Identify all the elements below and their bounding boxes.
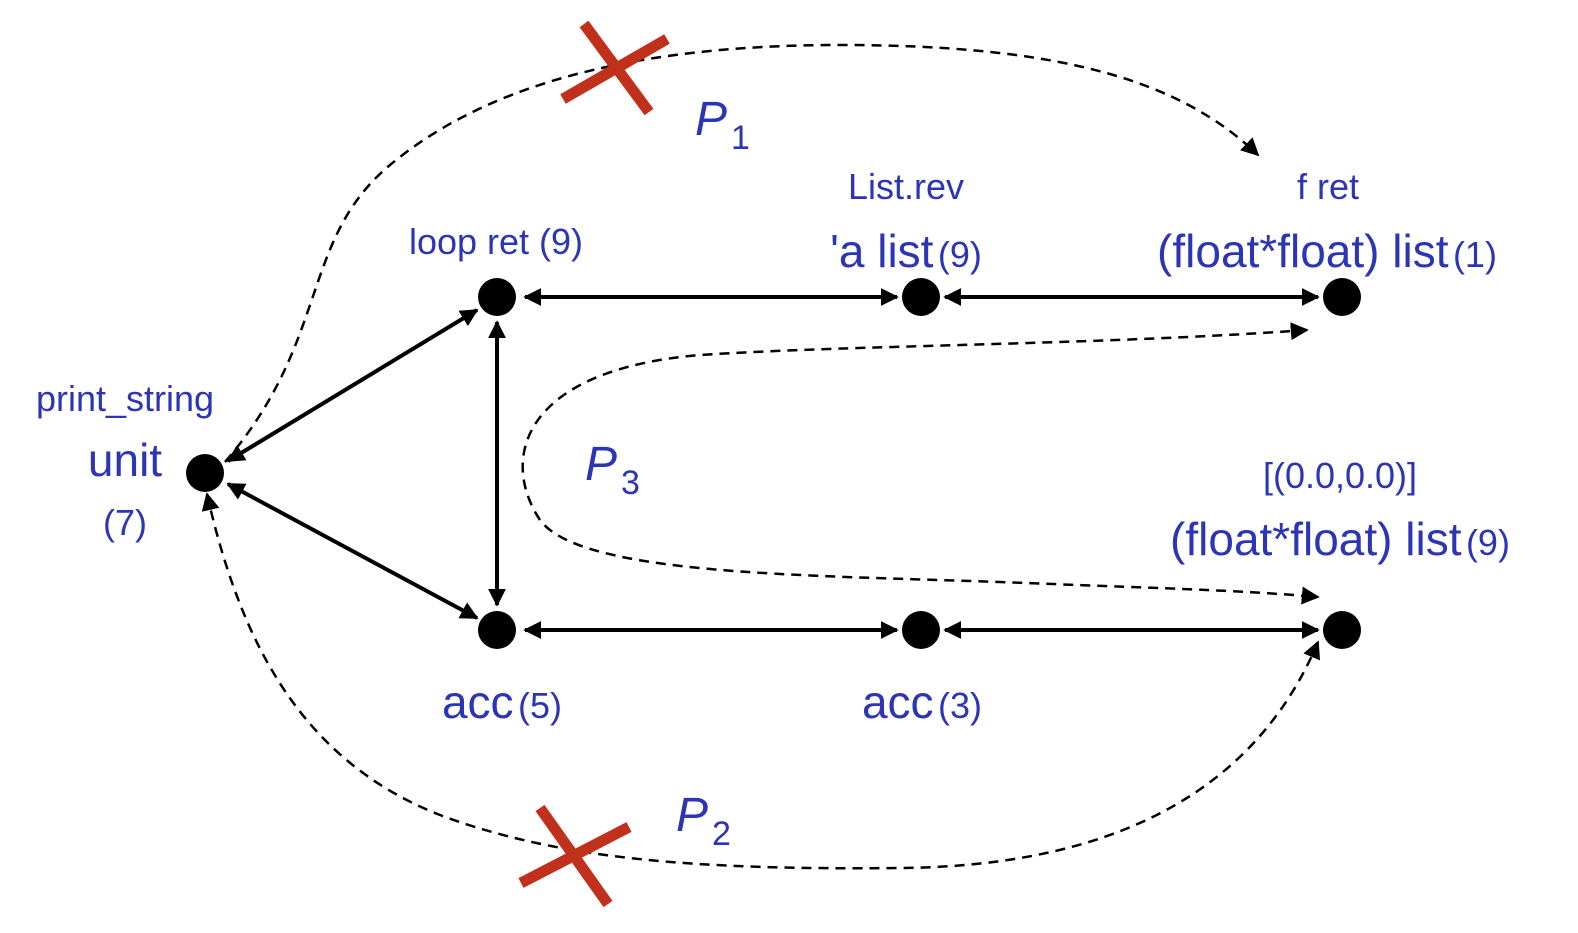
acc5-main: acc bbox=[442, 676, 514, 728]
literal-count: (9) bbox=[1466, 522, 1510, 563]
edge-unit-acc5 bbox=[226, 482, 479, 620]
literal-top-label: [(0.0,0.0)] bbox=[1263, 455, 1417, 496]
loop-ret-count: (9) bbox=[539, 221, 583, 262]
node-literal bbox=[1323, 611, 1361, 649]
path-p3-sub: 3 bbox=[621, 464, 640, 502]
list-rev-label: 'a list (9) bbox=[830, 225, 982, 277]
path-p1-curve bbox=[224, 43, 1260, 463]
path-p2-letter: P bbox=[676, 789, 708, 842]
edge-unit-loopret bbox=[226, 308, 479, 463]
f-ret-count: (1) bbox=[1453, 234, 1497, 275]
path-p2-curve bbox=[201, 492, 1321, 870]
nodes bbox=[186, 278, 1361, 649]
node-acc3 bbox=[902, 611, 940, 649]
path-p2-sub: 2 bbox=[712, 815, 731, 853]
acc3-label: acc (3) bbox=[862, 676, 982, 728]
literal-label: (float*float) list (9) bbox=[1170, 513, 1510, 565]
list-rev-count: (9) bbox=[938, 234, 982, 275]
path-p1-letter: P bbox=[695, 93, 727, 146]
node-unit bbox=[186, 454, 224, 492]
acc5-count: (5) bbox=[518, 685, 562, 726]
path-p3-curve bbox=[521, 322, 1320, 605]
edges bbox=[226, 288, 1320, 639]
f-ret-top-label: f ret bbox=[1297, 166, 1359, 207]
literal-main: (float*float) list bbox=[1170, 513, 1462, 565]
node-f-ret bbox=[1323, 278, 1361, 316]
f-ret-main: (float*float) list bbox=[1157, 225, 1449, 277]
cross-p2-icon bbox=[518, 804, 632, 908]
list-rev-top-label: List.rev bbox=[848, 166, 964, 207]
node-list-rev bbox=[902, 278, 940, 316]
list-rev-main: 'a list bbox=[830, 225, 934, 277]
loop-ret-main: loop ret bbox=[409, 221, 529, 262]
loop-ret-label: loop ret (9) bbox=[409, 221, 583, 262]
path-p3-letter: P bbox=[585, 438, 617, 491]
node-acc5 bbox=[478, 611, 516, 649]
unit-count-label: (7) bbox=[103, 502, 147, 543]
f-ret-label: (float*float) list (1) bbox=[1157, 225, 1497, 277]
unit-main-label: unit bbox=[88, 434, 162, 486]
cross-p1-icon bbox=[560, 20, 670, 116]
acc3-main: acc bbox=[862, 676, 934, 728]
acc5-label: acc (5) bbox=[442, 676, 562, 728]
node-loop-ret bbox=[478, 278, 516, 316]
node-labels: print_string unit (7) loop ret (9) List.… bbox=[36, 166, 1510, 728]
unit-top-label: print_string bbox=[36, 378, 214, 419]
flow-paths bbox=[201, 43, 1321, 870]
acc3-count: (3) bbox=[938, 685, 982, 726]
path-p1-sub: 1 bbox=[731, 119, 750, 157]
